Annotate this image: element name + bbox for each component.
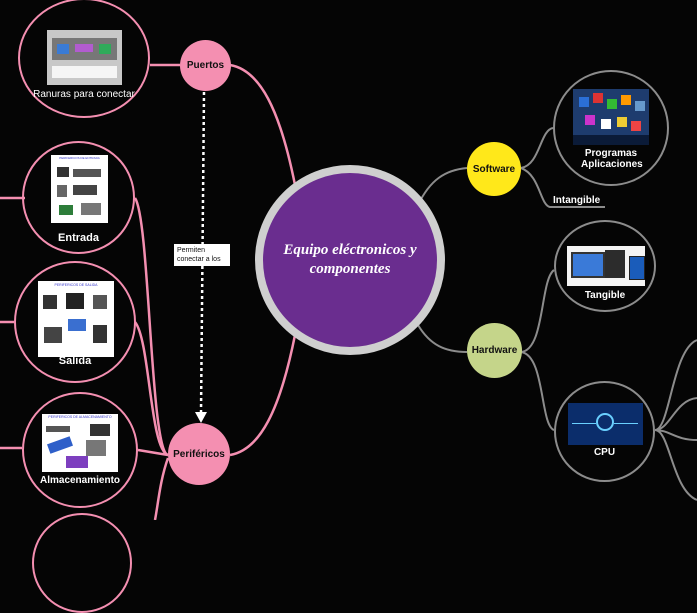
connector-center-software bbox=[417, 167, 468, 206]
ports-image bbox=[47, 30, 122, 85]
connector-perifericos-bottom bbox=[153, 457, 170, 520]
branch-puertos-label: Puertos bbox=[186, 60, 225, 71]
subnode-cpu[interactable]: CPU bbox=[554, 381, 655, 482]
subnode-ranuras-label: Ranuras para conectar bbox=[33, 89, 135, 100]
cpu-image bbox=[568, 403, 643, 445]
branch-hardware-label: Hardware bbox=[471, 345, 518, 356]
central-topic-title: Equipo eléctronicos y componentes bbox=[283, 242, 417, 277]
storage-devices-image: PERIFERICOS DE ALMACENAMIENTO bbox=[42, 414, 118, 472]
devices-image bbox=[567, 246, 645, 286]
subnode-partial-bottom[interactable] bbox=[32, 513, 132, 613]
salida-caption: PERIFERICOS DE SALIDA bbox=[54, 283, 98, 287]
entrada-caption: PERIFERICOS DE ENTRADA bbox=[59, 156, 100, 160]
connector-perifericos-salida bbox=[133, 321, 169, 457]
connector-hardware-tangible bbox=[520, 269, 555, 353]
connector-software-programas bbox=[520, 127, 554, 169]
subnode-entrada[interactable]: PERIFERICOS DE ENTRADA Entrada bbox=[22, 141, 135, 254]
connector-center-hardware bbox=[417, 324, 468, 353]
branch-hardware[interactable]: Hardware bbox=[467, 323, 522, 378]
central-topic[interactable]: Equipo eléctronicos y componentes bbox=[255, 165, 445, 355]
subnode-almacenamiento[interactable]: PERIFERICOS DE ALMACENAMIENTO Almacenami… bbox=[22, 392, 138, 508]
subnode-tangible[interactable]: Tangible bbox=[554, 220, 656, 312]
subnode-salida[interactable]: PERIFERICOS DE SALIDA Salida bbox=[14, 261, 136, 383]
subnode-ranuras[interactable]: Ranuras para conectar bbox=[18, 0, 150, 118]
intangible-label: Intangible bbox=[553, 195, 601, 206]
almacenamiento-caption: PERIFERICOS DE ALMACENAMIENTO bbox=[48, 415, 112, 419]
connector-center-puertos bbox=[229, 63, 297, 186]
branch-puertos[interactable]: Puertos bbox=[180, 40, 231, 91]
branch-software-label: Software bbox=[472, 163, 516, 175]
subnode-tangible-label: Tangible bbox=[584, 290, 626, 301]
branch-software[interactable]: Software bbox=[467, 142, 521, 196]
branch-perifericos[interactable]: Periféricos bbox=[168, 423, 230, 485]
relation-note: Permiten conectar a los bbox=[174, 244, 230, 266]
subnode-almacenamiento-label: Almacenamiento bbox=[39, 475, 121, 486]
subnode-programas[interactable]: Programas Aplicaciones bbox=[553, 70, 669, 186]
connector-cpu-children bbox=[654, 339, 697, 501]
input-devices-image: PERIFERICOS DE ENTRADA bbox=[51, 155, 108, 223]
output-devices-image: PERIFERICOS DE SALIDA bbox=[38, 281, 114, 357]
subnode-salida-label: Salida bbox=[58, 355, 92, 367]
arrow-head bbox=[195, 412, 207, 423]
connector-perifericos-almacenamiento bbox=[137, 448, 169, 457]
connector-perifericos-entrada bbox=[133, 197, 169, 457]
connector-center-perifericos bbox=[229, 334, 297, 457]
apps-image bbox=[573, 89, 649, 145]
subnode-entrada-label: Entrada bbox=[58, 232, 99, 244]
connector-software-intangible bbox=[520, 167, 605, 208]
connector-hardware-cpu bbox=[520, 351, 555, 431]
subnode-cpu-label: CPU bbox=[593, 447, 616, 458]
branch-perifericos-label: Periféricos bbox=[173, 448, 225, 460]
subnode-programas-label: Programas Aplicaciones bbox=[581, 148, 643, 170]
